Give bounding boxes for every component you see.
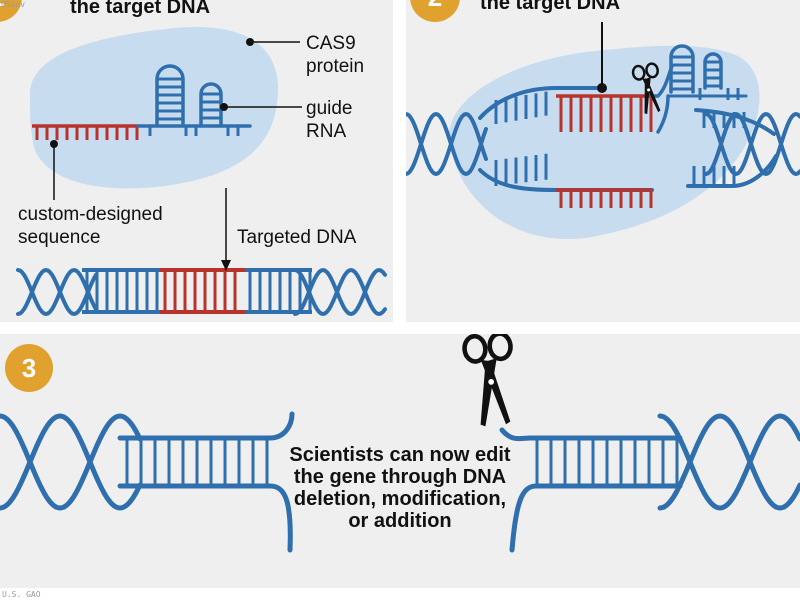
scissors-handle: [631, 64, 646, 81]
targeted-arrow-head: [221, 260, 231, 271]
step-3-illustration: [0, 334, 800, 553]
cas9-protein-label: CAS9 protein: [306, 32, 364, 78]
right-upper-strand: [694, 108, 776, 136]
right-fragment-top: [499, 427, 683, 442]
step-2-panel: 2 the target DNA: [406, 0, 800, 322]
step-3-panel: 3 Scientists can now edit the gene throu…: [0, 334, 800, 588]
helix-strand: [0, 413, 143, 511]
scissors-shape: [631, 62, 661, 115]
scissors-icon: [462, 334, 513, 427]
description-line: the gene through DNA: [293, 466, 507, 488]
step-badge: 3: [5, 344, 53, 392]
scissors-pivot: [488, 379, 495, 385]
custom-label-line: custom-designed: [18, 204, 163, 225]
guide-label-line: RNA: [306, 121, 347, 142]
step-1-panel: 1 the target DNA CAS9 protein guide RNA …: [0, 0, 393, 322]
helix-strand: [406, 112, 488, 176]
step-heading: the target DNA: [70, 0, 211, 18]
step-badge: 2: [410, 0, 460, 22]
scissors-handle: [462, 334, 488, 364]
guide-rna: [556, 44, 748, 134]
helix-strand: [16, 268, 98, 316]
scissors-handle: [487, 334, 513, 362]
helix-strand: [704, 112, 800, 176]
guide-leader-dot: [220, 103, 228, 111]
hairpin-stem: [155, 64, 185, 126]
custom-sequence-label: custom-designed sequence: [18, 203, 163, 249]
hairpin-stem: [669, 44, 695, 94]
description-line: Scientists can now edit: [289, 444, 511, 466]
right-dna-strand: [686, 154, 778, 188]
scissors-blade: [480, 358, 497, 427]
hairpin-stem: [199, 82, 223, 126]
step-3-description: Scientists can now edit the gene through…: [270, 444, 530, 532]
scissors-blade: [644, 76, 651, 115]
step-heading: the target DNA: [480, 0, 621, 14]
step-1-illustration: [16, 26, 387, 316]
unwound-dna: [406, 86, 800, 208]
scissors-pivot: [647, 88, 651, 92]
right-fragment-bottom: [509, 483, 683, 553]
cas9-protein-shape: [29, 26, 279, 189]
helix-strand: [0, 413, 143, 511]
description-line: or addition: [348, 510, 452, 532]
helix-strand: [16, 268, 98, 316]
cut-dna: [0, 411, 800, 553]
guide-rna-label: guide RNA: [306, 97, 353, 143]
target-dna-helix: [16, 268, 387, 316]
upper-dna-strand: [478, 86, 604, 120]
scissors-handle: [645, 62, 659, 79]
helix-strand: [657, 413, 800, 511]
source-credit: U.S. GAO: [2, 590, 41, 599]
scissors-icon: [631, 62, 661, 115]
helix-strand: [657, 413, 800, 511]
targeted-dna-label: Targeted DNA: [237, 227, 357, 248]
guide-label-line: guide: [306, 98, 353, 119]
scissors-shape: [462, 334, 513, 427]
cas9-label-line: protein: [306, 56, 365, 77]
helix-strand: [406, 112, 488, 176]
lower-dna-strand: [478, 168, 654, 192]
source-credit: USGov: [1, 0, 26, 9]
custom-leader-dot: [50, 140, 58, 148]
left-fragment-bottom: [117, 483, 293, 553]
guide-rna: [32, 64, 252, 140]
description-line: deletion, modification,: [293, 488, 507, 510]
guide-rna-backbone: [656, 94, 670, 134]
cas9-protein-shape: [448, 45, 760, 240]
cas9-label-line: CAS9: [306, 33, 356, 54]
left-fragment-top: [117, 411, 295, 441]
pointer-dot: [597, 83, 607, 93]
step-2-illustration: [406, 22, 800, 240]
custom-label-line: sequence: [18, 227, 101, 248]
cas9-leader-dot: [246, 38, 254, 46]
